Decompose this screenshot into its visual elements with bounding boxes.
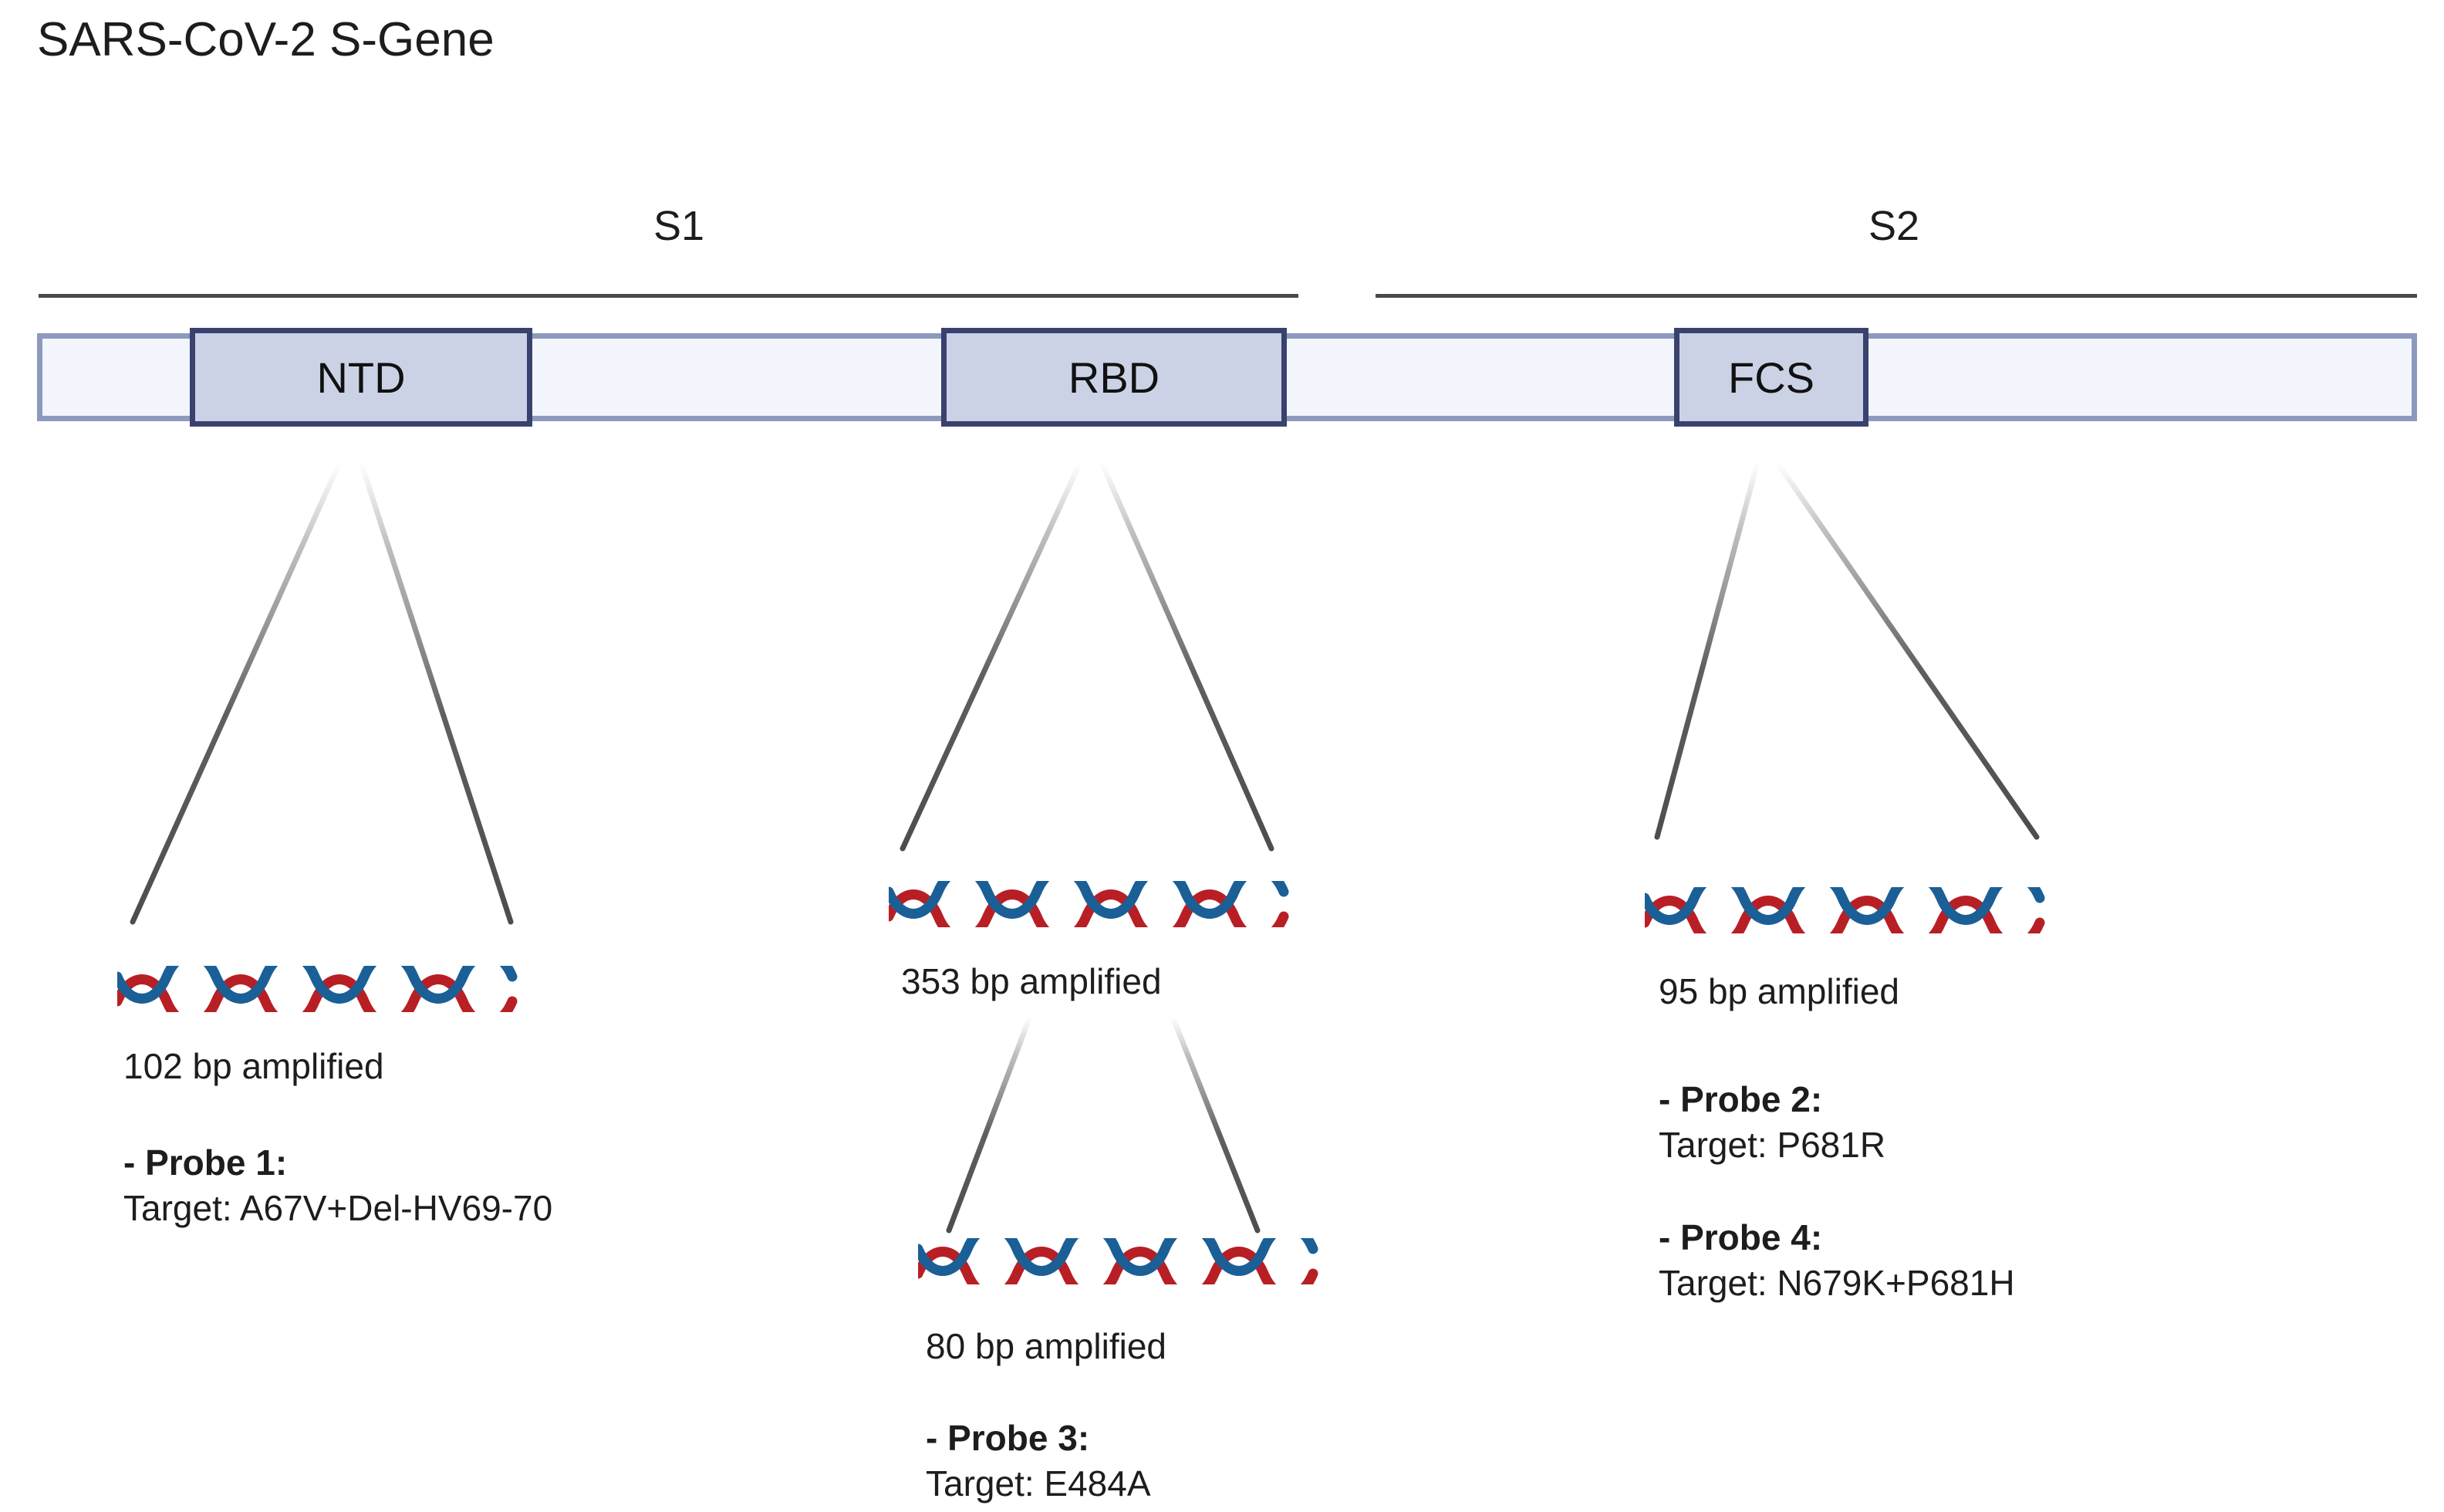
probe-block-1: - Probe 1: Target: A67V+Del-HV69-70 [123, 1140, 552, 1231]
probe-block-4: - Probe 4: Target: N679K+P681H [1659, 1215, 2015, 1306]
region-label-s1: S1 [653, 203, 705, 249]
domain-label-fcs: FCS [1728, 353, 1814, 402]
domain-box-ntd[interactable]: NTD [190, 328, 532, 427]
page-title: SARS-CoV-2 S-Gene [37, 13, 495, 66]
connector-rbd-353 [900, 460, 1274, 852]
connector-fcs [1654, 460, 2040, 840]
probe-block-3: - Probe 3: Target: E484A [926, 1416, 1151, 1507]
dna-helix-rbd-80 [918, 1238, 1318, 1284]
amplicon-size-fcs: 95 bp amplified [1659, 971, 1899, 1011]
domain-box-fcs[interactable]: FCS [1674, 328, 1868, 427]
domain-label-ntd: NTD [316, 353, 406, 402]
dna-helix-fcs [1645, 887, 2045, 933]
probe-target-2: Target: P681R [1659, 1124, 1886, 1165]
connector-rbd-80 [946, 1014, 1261, 1234]
dna-helix-rbd-353 [889, 881, 1289, 927]
dna-helix-ntd [117, 966, 518, 1012]
region-rule-s2 [1376, 294, 2417, 298]
probe-name-1: - Probe 1: [123, 1142, 288, 1183]
probe-target-4: Target: N679K+P681H [1659, 1262, 2015, 1303]
probe-target-3: Target: E484A [926, 1463, 1151, 1504]
connector-ntd [130, 460, 514, 925]
probe-name-2: - Probe 2: [1659, 1079, 1823, 1119]
probe-name-3: - Probe 3: [926, 1418, 1090, 1458]
amplicon-size-ntd: 102 bp amplified [123, 1046, 384, 1086]
amplicon-size-rbd-80: 80 bp amplified [926, 1326, 1166, 1366]
region-label-s2: S2 [1868, 203, 1920, 249]
probe-block-2: - Probe 2: Target: P681R [1659, 1077, 1885, 1168]
domain-label-rbd: RBD [1068, 353, 1160, 402]
amplicon-size-rbd-353: 353 bp amplified [901, 961, 1162, 1001]
probe-target-1: Target: A67V+Del-HV69-70 [123, 1187, 553, 1228]
region-rule-s1 [39, 294, 1298, 298]
domain-box-rbd[interactable]: RBD [941, 328, 1287, 427]
probe-name-4: - Probe 4: [1659, 1217, 1823, 1257]
